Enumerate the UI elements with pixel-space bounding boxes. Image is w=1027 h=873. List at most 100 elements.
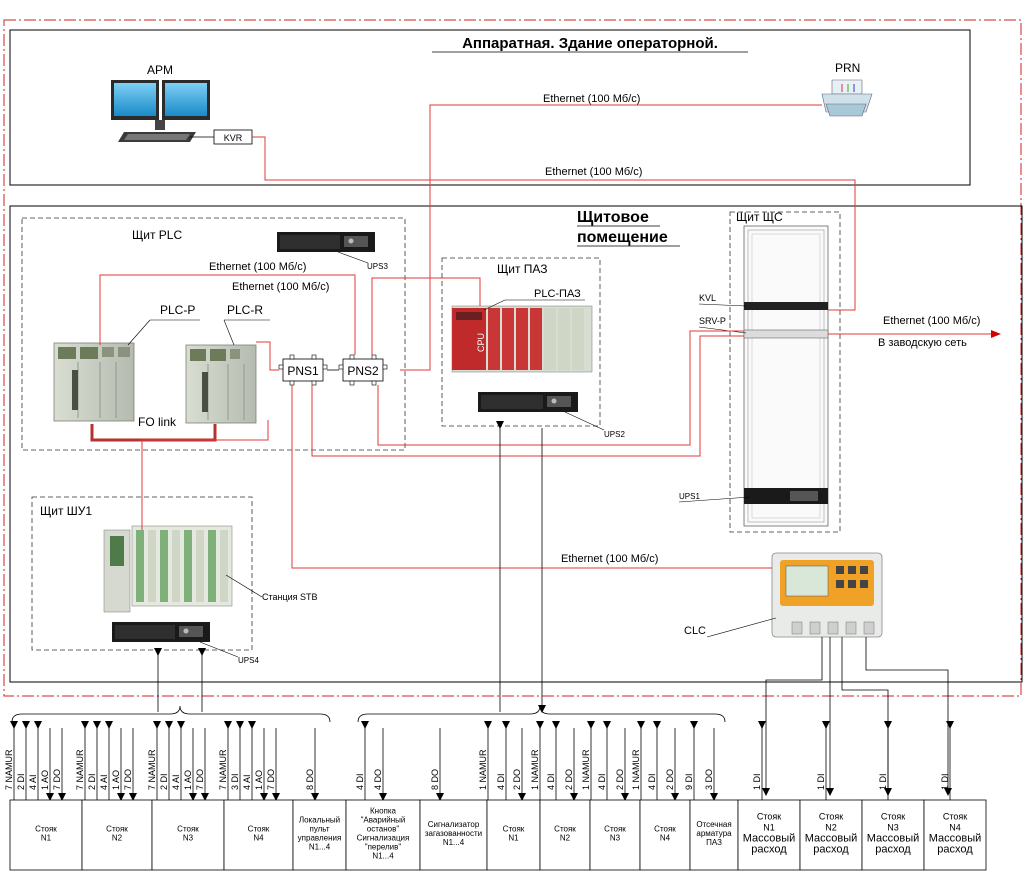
field-device-cell — [223, 799, 294, 871]
io-signal-label: 7 NAMUR — [75, 749, 85, 790]
io-signal-label: 2 DO — [615, 769, 625, 790]
field-device-label: Массовый — [929, 833, 982, 845]
field-device-label: Стояк — [604, 825, 626, 834]
paz-panel-title: Щит ПАЗ — [497, 262, 548, 276]
io-signal-label: 1 DI — [878, 773, 888, 790]
io-brace-right — [357, 705, 726, 723]
plant-net-caption: В заводскую сеть — [878, 337, 967, 349]
io-signal-label: 1 AO — [40, 770, 50, 790]
field-device-cell — [923, 799, 987, 871]
cpu-label: CPU — [476, 333, 486, 352]
field-device-label: ПАЗ — [706, 838, 722, 847]
shu1-panel-frame — [31, 496, 253, 651]
io-signal-label: 7 DO — [123, 769, 133, 790]
kvl-label: KVL — [699, 293, 716, 303]
io-signal-label: 4 AI — [99, 774, 109, 790]
field-device-cell — [486, 799, 541, 871]
io-signal-label: 1 DI — [816, 773, 826, 790]
field-device-cell — [292, 799, 347, 871]
field-device-label: Локальный — [299, 816, 340, 825]
eth-plc1-caption: Ethernet (100 Мб/с) — [209, 261, 306, 273]
field-device-label: расход — [813, 844, 849, 856]
field-device-label: загазованности — [425, 829, 482, 838]
io-signal-label: 1 NAMUR — [478, 749, 488, 790]
eth-out-caption: Ethernet (100 Мб/с) — [883, 315, 980, 327]
ups3-unit — [277, 232, 375, 252]
plc-panel-frame — [21, 217, 406, 451]
io-signal-label: 1 DI — [940, 773, 950, 790]
workstation-icon — [111, 80, 210, 142]
field-device-label: Стояк — [248, 825, 270, 834]
field-device-label: расход — [751, 844, 787, 856]
io-signal-label: 7 DO — [266, 769, 276, 790]
io-signal-label: 7 NAMUR — [147, 749, 157, 790]
ups2-label: UPS2 — [604, 430, 625, 439]
plc-panel-title: Щит PLC — [132, 228, 182, 242]
io-signal-label: 1 NAMUR — [581, 749, 591, 790]
ups4-unit — [112, 622, 210, 642]
io-signal-label: 4 AI — [28, 774, 38, 790]
ethernet-links — [99, 104, 856, 569]
field-device-label: Стояк — [177, 825, 199, 834]
field-device-cell — [419, 799, 488, 871]
io-signal-label: 3 DO — [704, 769, 714, 790]
field-device-label: Стояк — [35, 825, 57, 834]
field-device-label: N1...4 — [443, 838, 465, 847]
operator-room-zone — [9, 29, 971, 186]
plc-p-label: PLC-P — [160, 303, 195, 317]
field-device-label: N1 — [763, 823, 775, 833]
fo-link-label: FO link — [138, 415, 177, 429]
field-device-label: "перелив" — [365, 843, 402, 852]
ups3-label: UPS3 — [367, 262, 388, 271]
stb-station — [103, 525, 233, 613]
field-device-label: N3 — [183, 834, 194, 843]
io-signal-label: 4 DI — [496, 773, 506, 790]
io-signal-label: 3 DI — [230, 773, 240, 790]
srv-p-label: SRV-P — [699, 316, 726, 326]
io-signal-label: 1 NAMUR — [631, 749, 641, 790]
io-signal-label: 8 DO — [305, 769, 315, 790]
field-device-label: Стояк — [757, 812, 781, 822]
field-device-cell — [861, 799, 925, 871]
plc-r-rack — [185, 344, 257, 424]
io-signal-label: 4 DO — [373, 769, 383, 790]
io-signal-label: 2 DI — [16, 773, 26, 790]
field-device-label: Массовый — [867, 833, 920, 845]
field-device-label: N4 — [253, 834, 264, 843]
io-signal-label: 9 DI — [684, 773, 694, 790]
io-signal-label: 7 NAMUR — [218, 749, 228, 790]
io-signal-label: 2 DO — [665, 769, 675, 790]
shs-panel-frame — [729, 211, 841, 533]
field-device-cell — [151, 799, 225, 871]
clc-label: CLC — [684, 625, 706, 637]
field-device-cell — [81, 799, 153, 871]
field-device-cell — [737, 799, 801, 871]
io-signal-label: 4 DI — [355, 773, 365, 790]
io-signal-label: 4 DI — [647, 773, 657, 790]
field-device-label: N1...4 — [309, 843, 331, 852]
field-device-label: Стояк — [503, 825, 525, 834]
field-device-cell — [639, 799, 691, 871]
field-device-label: Стояк — [943, 812, 967, 822]
field-device-label: пульт — [309, 825, 329, 834]
io-signal-label: 4 DI — [546, 773, 556, 790]
field-device-label: N1 — [508, 834, 519, 843]
field-device-label: N2 — [112, 834, 123, 843]
io-signal-label: 2 DI — [159, 773, 169, 790]
io-signal-label: 7 NAMUR — [4, 749, 14, 790]
io-brace-left — [11, 705, 331, 723]
io-signal-label: 4 DI — [597, 773, 607, 790]
field-device-label: Стояк — [654, 825, 676, 834]
io-signal-label: 4 AI — [171, 774, 181, 790]
field-device-label: N2 — [825, 823, 837, 833]
field-devices: СтоякN1СтоякN2СтоякN3СтоякN4Локальныйпул… — [9, 799, 987, 871]
eth-plc2-caption: Ethernet (100 Мб/с) — [232, 281, 329, 293]
pns1-label: PNS1 — [287, 364, 319, 378]
field-device-label: Сигнализация — [357, 834, 410, 843]
site-boundary — [3, 19, 1022, 697]
field-device-label: Массовый — [743, 833, 796, 845]
io-signal-label: 1 AO — [111, 770, 121, 790]
io-signal-label: 4 AI — [242, 774, 252, 790]
field-device-label: управления — [298, 834, 342, 843]
pns2-label: PNS2 — [347, 364, 379, 378]
